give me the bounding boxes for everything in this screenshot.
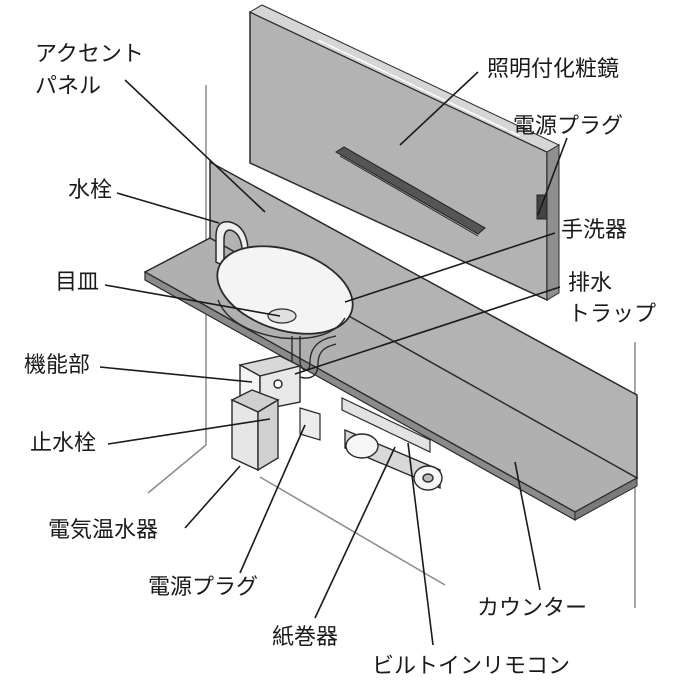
remote-drawing xyxy=(341,397,431,453)
label-power-plug-bottom: 電源プラグ xyxy=(148,575,259,600)
water-heater-drawing xyxy=(230,355,303,472)
label-function-unit: 機能部 xyxy=(24,353,91,378)
label-counter: カウンター xyxy=(477,596,588,621)
outlet-drawing xyxy=(299,407,321,441)
label-mirror: 照明付化粧鏡 xyxy=(487,57,620,82)
label-stop-valve: 止水栓 xyxy=(30,431,97,456)
label-water-heater: 電気温水器 xyxy=(48,518,159,543)
label-paper-holder: 紙巻器 xyxy=(272,625,339,650)
label-drain-trap-line2: トラップ xyxy=(568,302,657,327)
label-power-plug-top: 電源プラグ xyxy=(513,114,624,139)
label-drain-trap-line1: 排水 xyxy=(568,271,613,296)
label-hand-basin: 手洗器 xyxy=(561,218,628,243)
label-accent-panel-line1: アクセント xyxy=(35,42,144,67)
label-plug-dish: 目皿 xyxy=(55,270,100,295)
leader-lines xyxy=(99,71,568,646)
paper-holder-drawing xyxy=(344,428,443,491)
label-remote: ビルトインリモコン xyxy=(372,654,571,679)
label-accent-panel-line2: パネル xyxy=(35,74,102,99)
label-faucet: 水栓 xyxy=(68,178,113,203)
mirror-drawing xyxy=(248,4,561,302)
basin-drawing xyxy=(216,245,354,340)
